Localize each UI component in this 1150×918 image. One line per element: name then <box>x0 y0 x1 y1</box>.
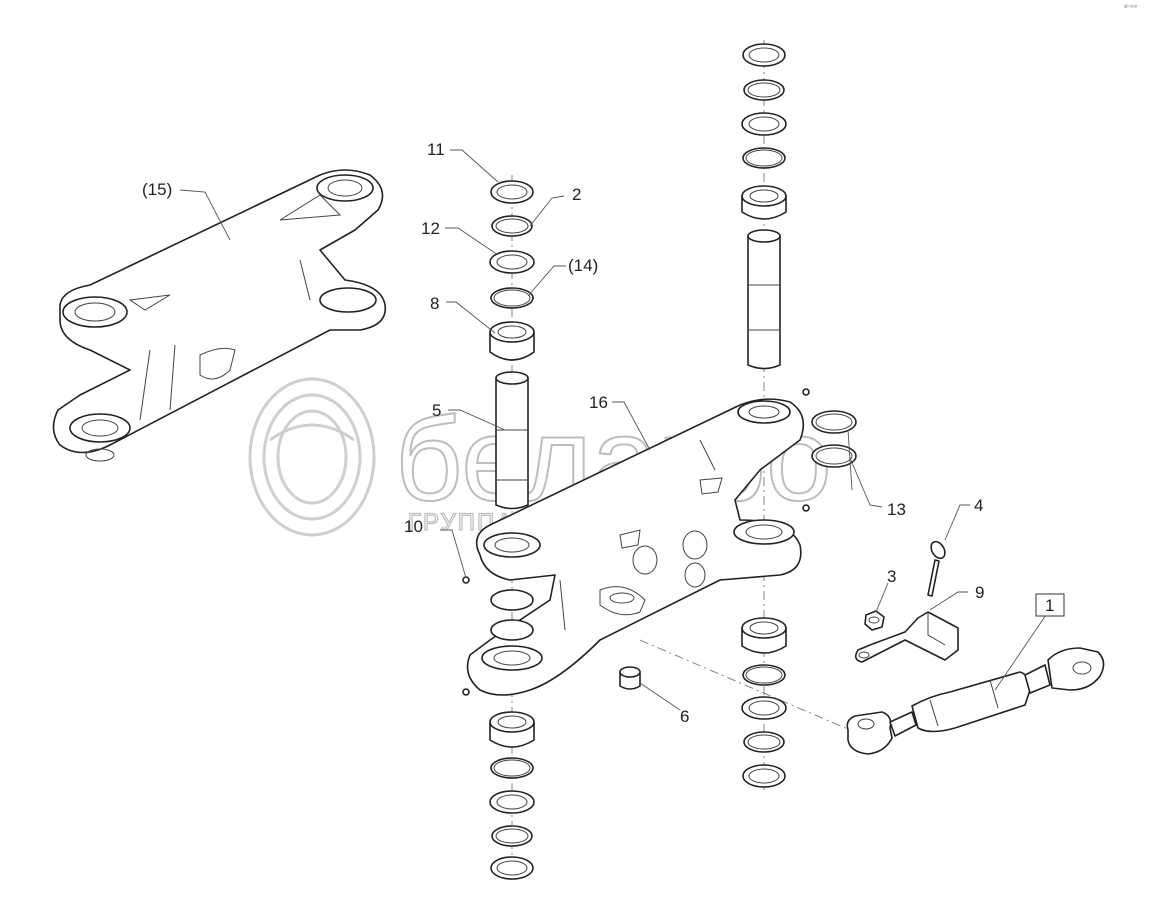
callout-14: (14) <box>568 256 598 275</box>
o-ring-13b <box>811 444 857 468</box>
left-pin-stack <box>489 180 535 880</box>
callout-1-box <box>1035 593 1065 617</box>
callout-10: 10 <box>404 517 423 536</box>
right-pin-stack <box>741 43 857 788</box>
callout-4: 4 <box>974 496 983 515</box>
callout-2: 2 <box>572 185 581 204</box>
callout-6: 6 <box>680 707 689 726</box>
callout-3: 3 <box>887 567 896 586</box>
callout-11: 11 <box>427 140 445 159</box>
callout-1: 1 <box>1045 596 1054 615</box>
bracket-9 <box>854 611 959 663</box>
o-ring-13a <box>811 410 857 434</box>
callout-5: 5 <box>432 401 441 420</box>
lower-link-part <box>462 388 810 696</box>
callout-12: 12 <box>421 219 440 238</box>
callout-labels: 1 2 3 4 5 6 8 9 10 11 12 13 (14) (15) 16 <box>142 140 1065 726</box>
leader-lines <box>179 149 1049 711</box>
turnbuckle-1 <box>846 647 1105 755</box>
callout-13: 13 <box>887 500 906 519</box>
corner-mark: ᵃᵇ ᵒᵒᵒ <box>1124 4 1138 11</box>
callout-9: 9 <box>975 583 984 602</box>
pin-5 <box>495 377 529 510</box>
bushing-6 <box>619 666 641 690</box>
callout-16: 16 <box>589 393 608 412</box>
bushing-12 <box>489 250 535 274</box>
nut-3 <box>864 610 885 631</box>
o-ring-14 <box>490 287 534 309</box>
cotter-pin-4 <box>927 540 946 597</box>
callout-8: 8 <box>430 294 439 313</box>
callout-15: (15) <box>142 180 172 199</box>
upper-link-part <box>52 169 387 462</box>
